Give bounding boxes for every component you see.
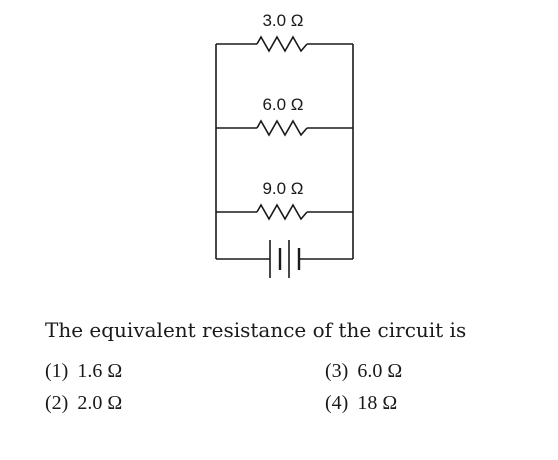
option-1[interactable]: (1) 1.6 Ω	[45, 360, 122, 383]
resistor-label-9-ohm: 9.0 Ω	[262, 179, 303, 198]
battery-branch	[216, 240, 353, 278]
resistor-9-ohm-branch	[216, 203, 353, 221]
resistor-3-ohm-branch	[216, 35, 353, 53]
battery-icon	[269, 240, 301, 278]
resistor-6-ohm-branch	[216, 119, 353, 137]
option-2-number: (2)	[45, 392, 69, 414]
option-1-number: (1)	[45, 360, 69, 382]
option-1-value: 1.6 Ω	[77, 360, 123, 382]
question-text: The equivalent resistance of the circuit…	[45, 318, 467, 342]
option-4[interactable]: (4) 18 Ω	[325, 392, 397, 415]
resistor-3-ohm-icon	[256, 35, 308, 53]
resistor-9-ohm-icon	[256, 203, 308, 221]
option-4-value: 18 Ω	[357, 392, 398, 414]
option-2-value: 2.0 Ω	[77, 392, 123, 414]
option-3-number: (3)	[325, 360, 349, 382]
option-4-number: (4)	[325, 392, 349, 414]
option-2[interactable]: (2) 2.0 Ω	[45, 392, 122, 415]
resistor-6-ohm-icon	[256, 119, 308, 137]
resistor-label-3-ohm: 3.0 Ω	[262, 11, 303, 30]
option-3[interactable]: (3) 6.0 Ω	[325, 360, 402, 383]
circuit-diagram: 3.0 Ω 6.0 Ω 9.0 Ω	[215, 11, 354, 278]
option-3-value: 6.0 Ω	[357, 360, 403, 382]
resistor-label-6-ohm: 6.0 Ω	[262, 95, 303, 114]
